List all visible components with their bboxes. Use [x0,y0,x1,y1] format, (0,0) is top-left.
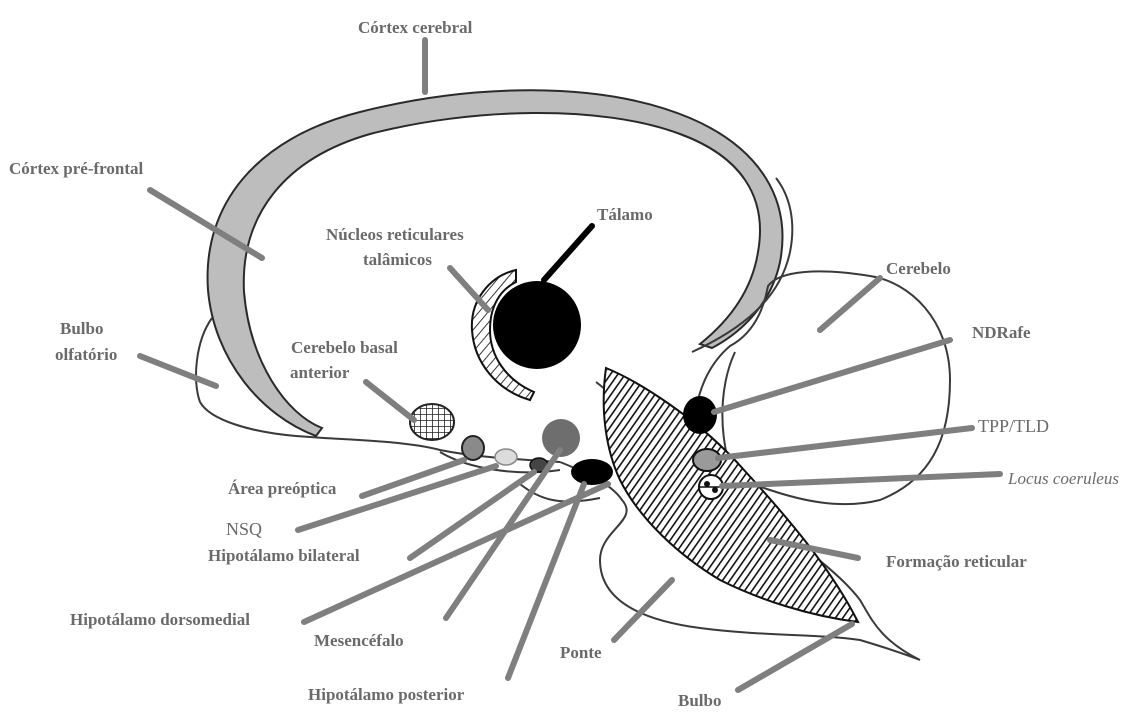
label-bulbo: Bulbo [678,691,721,710]
label-mesencefalo: Mesencéfalo [314,631,404,650]
label-talamo: Tálamo [597,205,653,224]
leader-nucleos-reticulares [450,268,488,310]
preoptic-area-shape [462,436,484,460]
label-formacao-reticular: Formação reticular [886,552,1027,571]
label-cortex-cerebral: Córtex cerebral [358,18,473,37]
ndrafe-shape [683,396,717,434]
label-ndrafe: NDRafe [972,323,1031,342]
label-cerebelo-basal-line2: anterior [290,363,350,382]
label-hipotalamo-dorsomedial: Hipotálamo dorsomedial [70,610,250,629]
leader-talamo [544,226,592,280]
label-bulbo-olfatorio-line1: Bulbo [60,319,103,338]
locus-coeruleus-dot [712,487,718,493]
locus-coeruleus-dot [704,481,710,487]
label-nsq: NSQ [226,519,262,539]
label-nucleos-reticulares-line1: Núcleos reticulares [326,225,464,244]
label-hipotalamo-posterior: Hipotálamo posterior [308,685,465,704]
label-ponte: Ponte [560,643,602,662]
basal-forebrain-shape [410,404,454,440]
label-hipotalamo-bilateral: Hipotálamo bilateral [208,546,360,565]
leader-cerebelo [820,278,880,330]
label-cerebelo: Cerebelo [886,259,951,278]
label-area-preoptica: Área preóptica [228,479,337,498]
thalamus-shape [493,281,581,369]
label-cortex-pre-frontal: Córtex pré-frontal [9,159,144,178]
leader-cerebelo-basal [366,382,414,420]
cortex-cerebral-band [208,90,783,436]
label-bulbo-olfatorio-line2: olfatório [55,345,117,364]
scn-shape [495,449,517,465]
label-tpp-tld: TPP/TLD [978,416,1049,436]
label-locus-coeruleus: Locus coeruleus [1007,469,1119,488]
leader-locus-coeruleus [722,474,1000,486]
leader-ndrafe [714,340,950,412]
leader-bulbo-olfatorio [140,356,216,386]
posterior-hypothalamus-shape [571,459,613,485]
label-nucleos-reticulares-line2: talâmicos [363,250,432,269]
label-cerebelo-basal-line1: Cerebelo basal [291,338,398,357]
leader-ponte [614,580,672,640]
